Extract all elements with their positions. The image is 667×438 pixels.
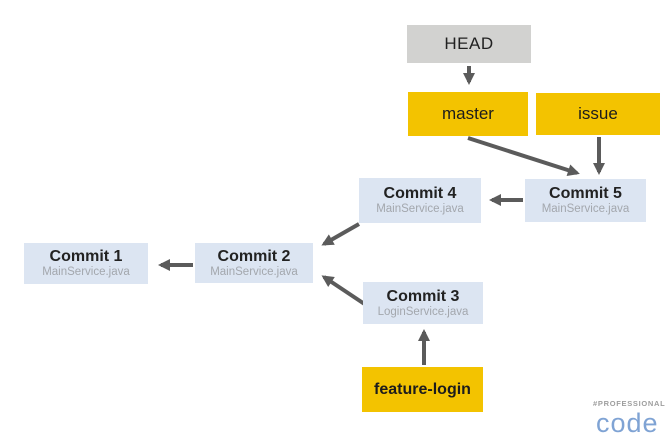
edge-commit4-to-commit2 (321, 222, 360, 246)
commit-1-node: Commit 1 MainService.java (24, 243, 148, 284)
commit-2-title: Commit 2 (217, 247, 291, 265)
branch-issue-label: issue (578, 104, 618, 123)
commit-4-file: MainService.java (376, 203, 464, 215)
commit-3-node: Commit 3 LoginService.java (363, 282, 483, 324)
commit-2-file: MainService.java (210, 265, 298, 278)
head-node: HEAD (407, 25, 531, 63)
edge-commit3-to-commit2 (321, 275, 368, 307)
commit-3-file: LoginService.java (377, 305, 469, 318)
branch-feature-login: feature-login (362, 367, 483, 412)
branch-issue: issue (536, 93, 660, 135)
commit-5-file: MainService.java (541, 203, 630, 215)
commit-graph-edges (158, 66, 605, 365)
commit-4-title: Commit 4 (383, 185, 457, 202)
branch-feature-login-label: feature-login (374, 380, 471, 398)
watermark-logo-text: code (596, 408, 659, 438)
commit-5-node: Commit 5 MainService.java (525, 179, 646, 222)
git-diagram: HEAD master issue Commit 4 MainService.j… (24, 25, 666, 437)
branch-master: master (408, 92, 528, 136)
commit-4-node: Commit 4 MainService.java (359, 178, 481, 223)
watermark-hashtag: #PROFESSIONAL (593, 399, 666, 408)
commit-2-node: Commit 2 MainService.java (195, 243, 313, 283)
head-label: HEAD (444, 34, 494, 53)
commit-5-title: Commit 5 (549, 185, 622, 202)
commit-3-title: Commit 3 (386, 287, 460, 305)
branch-master-label: master (442, 104, 494, 123)
edge-master-to-commit5 (467, 136, 580, 176)
commit-1-file: MainService.java (42, 266, 130, 278)
commit-1-title: Commit 1 (49, 248, 123, 265)
